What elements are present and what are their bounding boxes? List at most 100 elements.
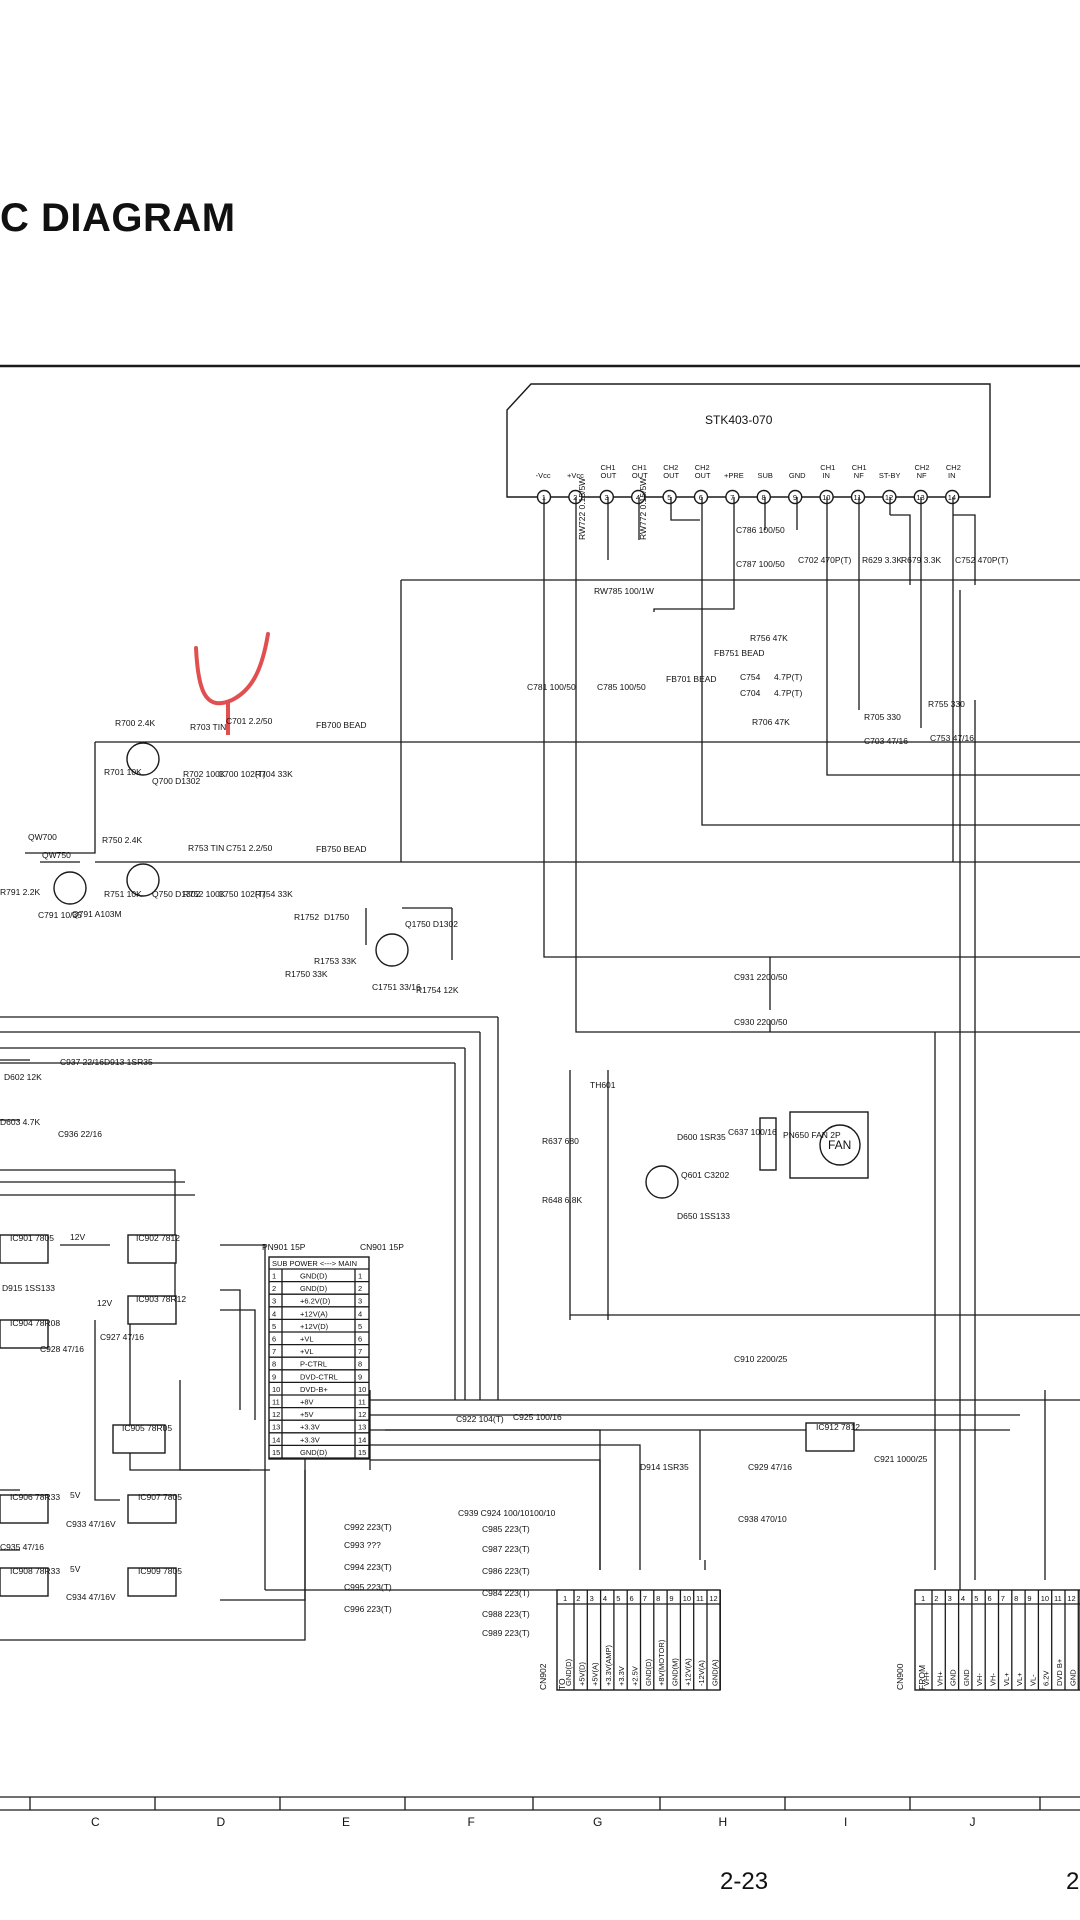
cn900-cells: 1VH+2VH+3GND4GND5VH-6VH-7VL+8VL+9VL-106.…	[915, 1590, 1080, 1690]
label-c987: C987 223(T)	[482, 1544, 530, 1554]
label-r1754: R1754 12K	[416, 985, 459, 995]
conn15-signal: +8V	[300, 1398, 314, 1407]
label-r629: R629 3.3K	[862, 555, 902, 565]
cn900-pin: 7	[1001, 1594, 1005, 1603]
cn902-signal: +2.5V	[631, 1666, 640, 1686]
amp-pin-6	[693, 489, 709, 505]
cn902-signal: +12V(A)	[684, 1658, 693, 1686]
amp-pin-label: CH1	[601, 463, 616, 472]
label-d602: D602 12K	[4, 1072, 42, 1082]
label-r704: R704 33K	[255, 769, 293, 779]
cn900-connector: 1VH+2VH+3GND4GND5VH-6VH-7VL+8VL+9VL-106.…	[914, 1589, 1080, 1691]
label-ic909: IC909 7805	[138, 1566, 182, 1576]
label-c928: C928 47/16	[40, 1344, 84, 1354]
conn15-pin-left: 6	[272, 1335, 276, 1344]
label-c934: C934 47/16V	[66, 1592, 116, 1602]
label-r753: R753 TIN	[188, 843, 224, 853]
fan-assembly	[759, 1111, 869, 1179]
amp-pin-label: CH2	[695, 463, 710, 472]
label-r637: R637 680	[542, 1136, 579, 1146]
cn902-pin: 3	[590, 1594, 594, 1603]
conn15-pin-left: 3	[272, 1297, 276, 1306]
conn15-signal: +VL	[300, 1347, 314, 1356]
conn15-signal: P-CTRL	[300, 1360, 327, 1369]
amp-pin-number: 6	[699, 493, 703, 502]
label-rw772: RW772 0.15/5W	[638, 478, 648, 540]
label-r703: R703 TIN	[190, 722, 226, 732]
label-c704: C704	[740, 688, 761, 698]
label-ic904: IC904 78R08	[10, 1318, 60, 1328]
label-c927: C927 47/16	[100, 1332, 144, 1342]
amp-pin-label: SUB	[758, 471, 773, 480]
label-d600: D600 1SR35	[677, 1132, 726, 1142]
label-r1752: R1752	[294, 912, 319, 922]
label-r702: R702 100K	[183, 769, 226, 779]
label-c921: C921 1000/25	[874, 1454, 928, 1464]
conn15-pin-left: 9	[272, 1372, 276, 1381]
cn900-signal: VL-	[1028, 1674, 1037, 1686]
page-title: C DIAGRAM	[0, 196, 236, 240]
amp-pin-label: NF	[854, 471, 864, 480]
label-cn900: CN900	[895, 1663, 905, 1690]
label-c935: C935 47/16	[0, 1542, 44, 1552]
label-c938: C938 470/10	[738, 1514, 787, 1524]
conn15-signal: +3.3V	[300, 1435, 320, 1444]
conn15-pin-left: 4	[272, 1309, 276, 1318]
conn15-pin-left: 11	[272, 1398, 280, 1407]
cn902-signal: GND(D)	[644, 1658, 653, 1686]
amp-pin-number: 8	[762, 493, 766, 502]
amp-pin-8	[756, 489, 771, 505]
label-c752: C752 470P(T)	[955, 555, 1009, 565]
label-c930: C930 2200/50	[734, 1017, 788, 1027]
conn15-signal: DVD-B+	[300, 1385, 328, 1394]
label-c933: C933 47/16V	[66, 1519, 116, 1529]
conn15-signal: GND(D)	[300, 1272, 328, 1281]
conn15-pin-left: 12	[272, 1410, 280, 1419]
label-q750: Q750 D1302	[152, 889, 200, 899]
conn15-signal: GND(D)	[300, 1284, 328, 1293]
cn902-signal: +5V(D)	[577, 1662, 586, 1686]
cn900-pin: 6	[988, 1594, 992, 1603]
cn900-signal: GND	[962, 1669, 971, 1686]
label-ic907: IC907 7805	[138, 1492, 182, 1502]
cn900-pin: 8	[1014, 1594, 1018, 1603]
cn902-pin: 8	[656, 1594, 660, 1603]
label-c754v: 4.7P(T)	[774, 672, 803, 682]
conn15-pin-right: 1	[358, 1272, 362, 1281]
label-c937: C937 22/16	[60, 1057, 104, 1067]
label-r700: R700 2.4K	[115, 718, 155, 728]
amp-pin-number: 11	[854, 493, 862, 502]
label-rw785: RW785 100/1W	[594, 586, 654, 596]
cn900-signal: VH-	[975, 1673, 984, 1686]
amp-pin-3	[599, 489, 614, 505]
conn15-pin-right: 9	[358, 1372, 362, 1381]
label-c1751: C1751 33/16	[372, 982, 421, 992]
cn902-signal: -12V(A)	[697, 1660, 706, 1686]
amp-ic-name: STK403-070	[705, 413, 773, 427]
page-number: 2-23	[720, 1868, 769, 1895]
conn15-pin-left: 2	[272, 1284, 276, 1293]
cn902-signal: +3.3V(AMP)	[604, 1644, 613, 1686]
conn15-pin-left: 8	[272, 1360, 276, 1369]
label-q700: Q700 D1302	[152, 776, 200, 786]
red-pen-annotation	[194, 632, 270, 706]
conn15-pin-right: 6	[358, 1335, 362, 1344]
conn15-signal: +12V(A)	[300, 1309, 328, 1318]
conn15-pin-left: 15	[272, 1448, 280, 1457]
amp-pin-7	[725, 489, 740, 505]
cn900-signal: VL+	[1015, 1672, 1024, 1686]
cn900-signal: 6.2V	[1042, 1671, 1051, 1686]
label-r752: R752 100K	[183, 889, 226, 899]
amp-pin-label: OUT	[601, 471, 617, 480]
amp-pin-label: OUT	[632, 471, 648, 480]
amp-pin-label: CH2	[946, 463, 961, 472]
amp-pin-label: CH2	[915, 463, 930, 472]
label-c931: C931 2200/50	[734, 972, 788, 982]
label-d1750: D1750	[324, 912, 349, 922]
label-q601: Q601 C3202	[681, 1170, 729, 1180]
cn902-pin: 4	[603, 1594, 607, 1603]
cn900-pin: 4	[961, 1594, 965, 1603]
amp-pin-number: 12	[885, 493, 893, 502]
cn902-pin: 7	[643, 1594, 647, 1603]
label-c996: C996 223(T)	[344, 1604, 392, 1614]
